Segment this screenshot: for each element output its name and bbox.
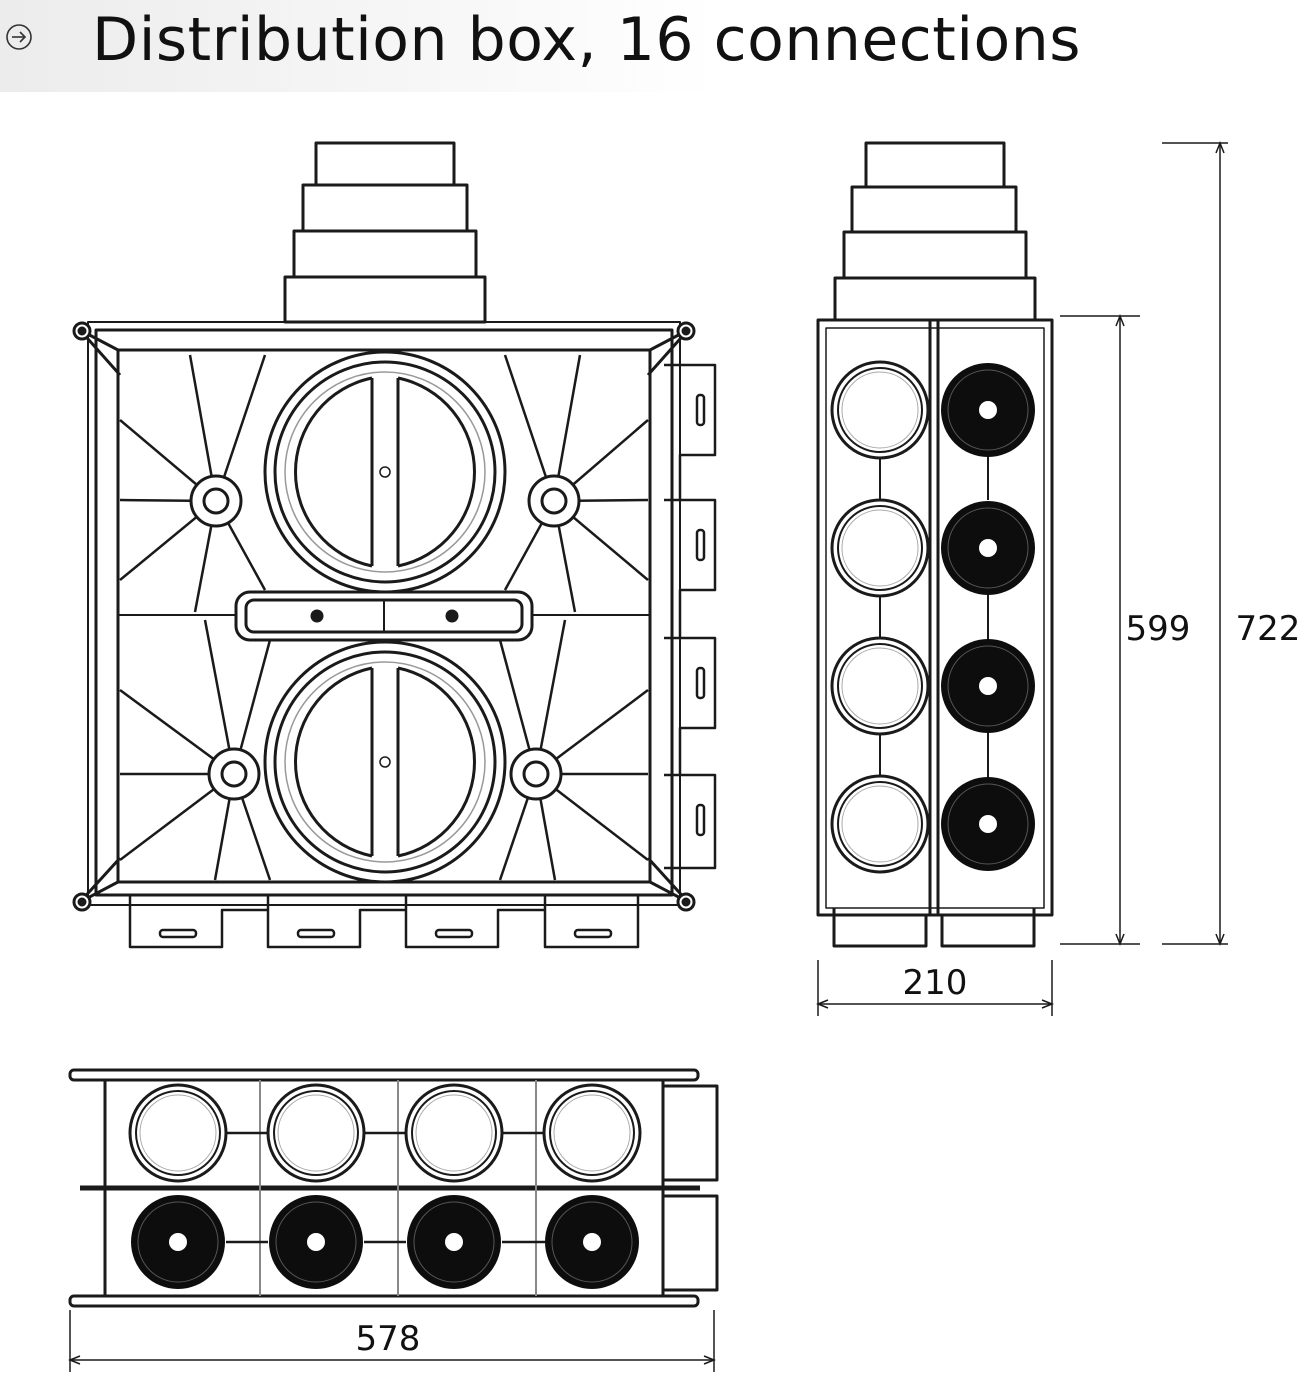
front-view [72,141,717,949]
dimension-height-body: 599 [1126,609,1191,649]
side-spigot [833,141,1037,324]
arrow-circle-right-icon[interactable] [4,22,34,52]
screw-boss [189,474,581,801]
page-title: Distribution box, 16 connections [92,5,1081,75]
front-right-outlets [664,363,717,870]
dimension-width: 578 [356,1319,421,1359]
large-cover-upper [263,350,507,594]
front-spigot [283,141,487,324]
large-cover-lower [263,640,507,884]
dimension-lines [67,140,1228,1372]
title-bar: Distribution box, 16 connections [0,0,1308,92]
front-bottom-outlets [128,895,640,949]
dimension-depth: 210 [903,963,968,1003]
dimension-height-total: 722 [1236,609,1301,649]
